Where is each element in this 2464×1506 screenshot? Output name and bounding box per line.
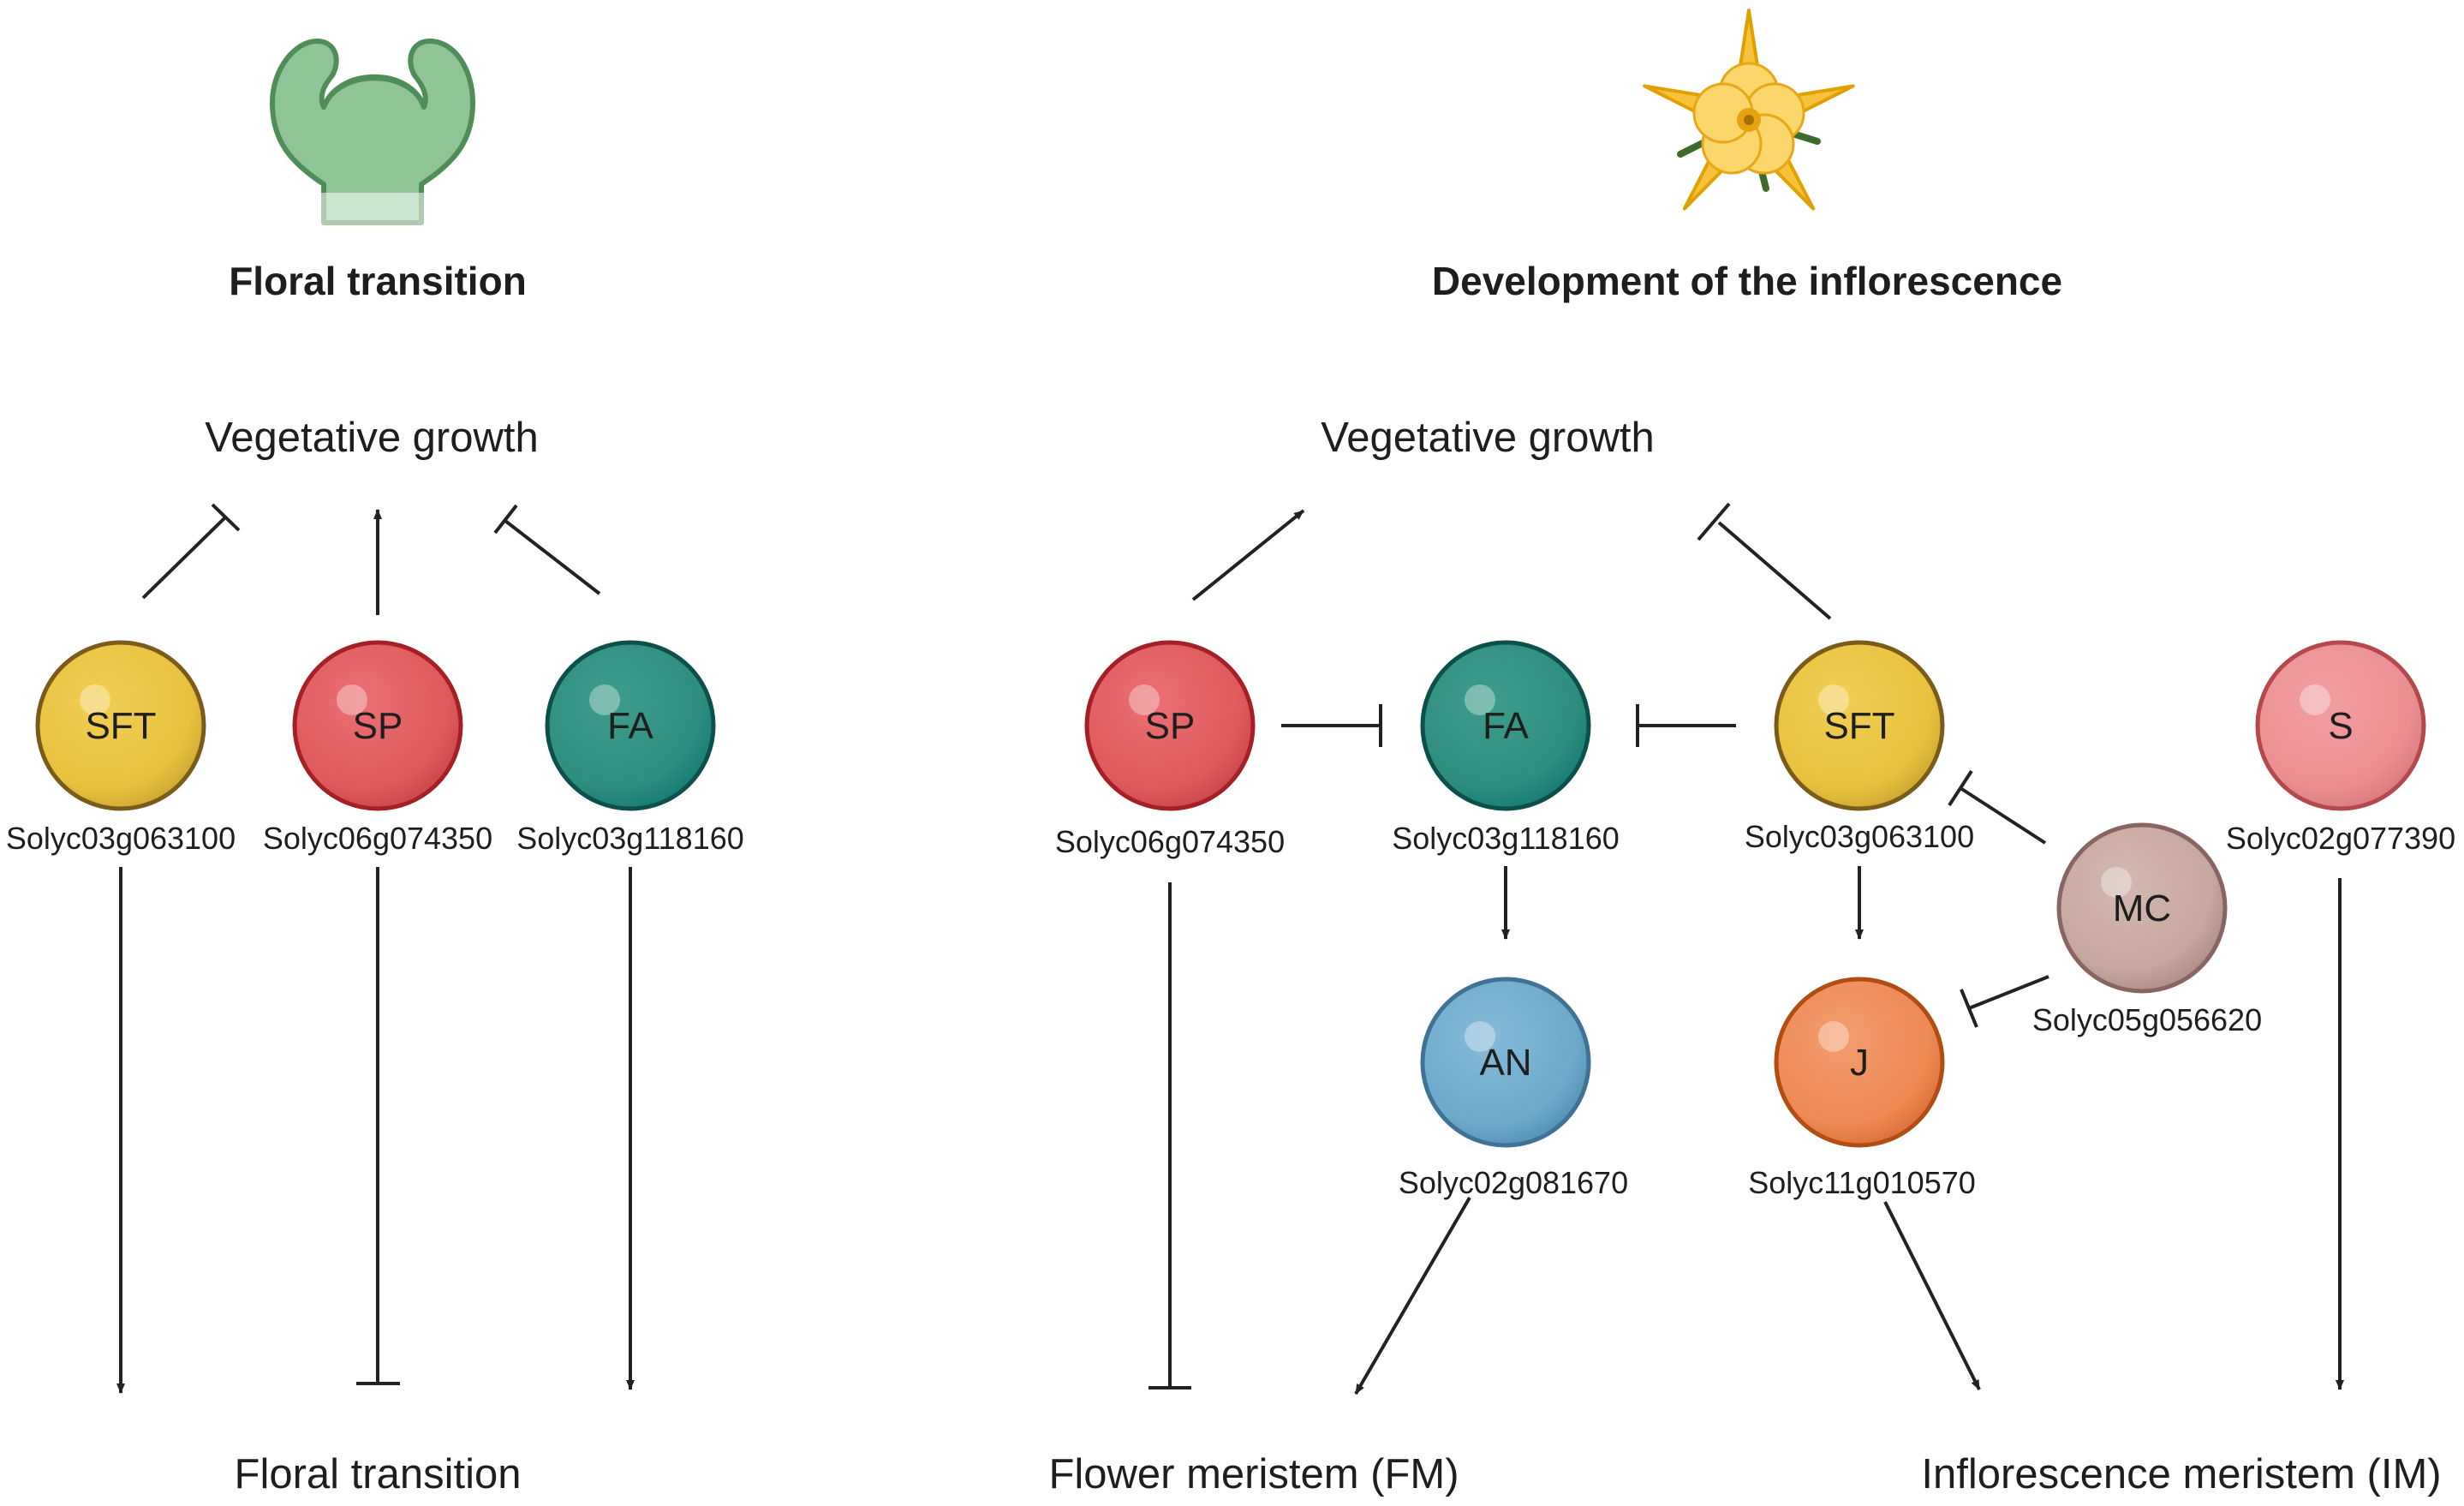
gene-nodes: SFT Solyc03g063100 SP Solyc06g074350 FA Solyc…	[6, 640, 2455, 1200]
node-highlight	[1129, 684, 1160, 715]
right-edges	[1148, 502, 2344, 1395]
node-circle	[1420, 977, 1591, 1148]
node-circle	[2056, 822, 2228, 994]
left-top-label: Vegetative growth	[205, 415, 539, 461]
gene-id-label: Solyc05g056620	[2032, 1002, 2262, 1037]
edge-sft-inhibits-vegetative-bar	[1697, 502, 1731, 541]
node-highlight	[589, 684, 620, 715]
edge-fa-inhibits-vegetative	[504, 519, 601, 595]
right-node-an: AN Solyc02g081670	[1399, 977, 1628, 1200]
node-highlight	[1818, 684, 1849, 715]
right-node-sft: SFT Solyc03g063100	[1745, 640, 1974, 854]
right-node-j: J Solyc11g010570	[1748, 977, 1976, 1200]
flower-icon	[1643, 9, 1855, 211]
edge-j-promotes-im	[1883, 1201, 1981, 1390]
node-label: SP	[1145, 705, 1196, 747]
left-node-fa: FA Solyc03g118160	[516, 640, 744, 856]
node-label: SP	[353, 705, 403, 747]
node-label: SFT	[85, 705, 156, 747]
node-label: SFT	[1823, 705, 1894, 747]
left-panel-title: Floral transition	[229, 259, 527, 303]
node-highlight	[80, 684, 110, 715]
node-circle	[1084, 640, 1256, 811]
edge-mc-inhibits-sft-bar	[1948, 769, 1973, 807]
node-label: FA	[1483, 705, 1529, 747]
node-circle	[1420, 640, 1591, 811]
edge-mc-inhibits-sft	[1959, 786, 2047, 845]
node-circle	[35, 640, 206, 811]
node-highlight	[2101, 867, 2132, 898]
left-node-sp: SP Solyc06g074350	[263, 640, 492, 856]
right-node-sp: SP Solyc06g074350	[1055, 640, 1285, 859]
edge-an-promotes-fm	[1354, 1196, 1471, 1395]
edge-fa-inhibits-vegetative-bar	[493, 504, 518, 535]
node-label: J	[1850, 1042, 1869, 1084]
gene-id-label: Solyc06g074350	[263, 821, 492, 856]
edge-mc-inhibits-j	[1968, 975, 2049, 1010]
gene-id-label: Solyc03g063100	[6, 821, 236, 856]
node-circle	[1774, 640, 1945, 811]
node-label: S	[2328, 705, 2353, 747]
edge-sft-inhibits-vegetative	[141, 515, 228, 600]
node-circle	[545, 640, 716, 811]
node-highlight	[2300, 684, 2330, 715]
edge-sft-inhibits-vegetative-bar	[211, 503, 241, 532]
gene-id-label: Solyc02g081670	[1399, 1165, 1628, 1200]
flower-meristem-label: Flower meristem (FM)	[1048, 1451, 1459, 1497]
node-highlight	[1465, 684, 1495, 715]
node-label: AN	[1479, 1042, 1531, 1084]
node-highlight	[337, 684, 367, 715]
left-bottom-label: Floral transition	[235, 1451, 522, 1497]
gene-id-label: Solyc02g077390	[2226, 821, 2455, 856]
node-circle	[2255, 640, 2426, 811]
left-edges	[116, 503, 635, 1394]
node-highlight	[1465, 1021, 1495, 1052]
gene-id-label: Solyc03g118160	[1392, 821, 1620, 856]
right-panel-title: Development of the inflorescence	[1432, 259, 2062, 303]
node-label: FA	[607, 705, 653, 747]
gene-id-label: Solyc06g074350	[1055, 824, 1285, 859]
edge-mc-inhibits-j-bar	[1960, 989, 1978, 1028]
node-circle	[292, 640, 463, 811]
node-label: MC	[2113, 887, 2171, 929]
edge-sft-inhibits-vegetative	[1717, 521, 1832, 620]
gene-id-label: Solyc03g063100	[1745, 819, 1974, 854]
gene-id-label: Solyc11g010570	[1748, 1165, 1976, 1200]
node-circle	[1774, 977, 1945, 1148]
right-top-label: Vegetative growth	[1321, 415, 1655, 461]
edge-sp-promotes-vegetative	[1191, 509, 1305, 601]
gene-id-label: Solyc03g118160	[516, 821, 744, 856]
left-node-sft: SFT Solyc03g063100	[6, 640, 236, 856]
right-node-s: S Solyc02g077390	[2226, 640, 2455, 856]
right-node-fa: FA Solyc03g118160	[1392, 640, 1620, 856]
inflorescence-meristem-label: Inflorescence meristem (IM)	[1921, 1451, 2441, 1497]
right-node-mc: MC Solyc05g056620	[2032, 822, 2262, 1037]
shoot-apex-icon	[270, 39, 475, 231]
node-highlight	[1818, 1021, 1849, 1052]
